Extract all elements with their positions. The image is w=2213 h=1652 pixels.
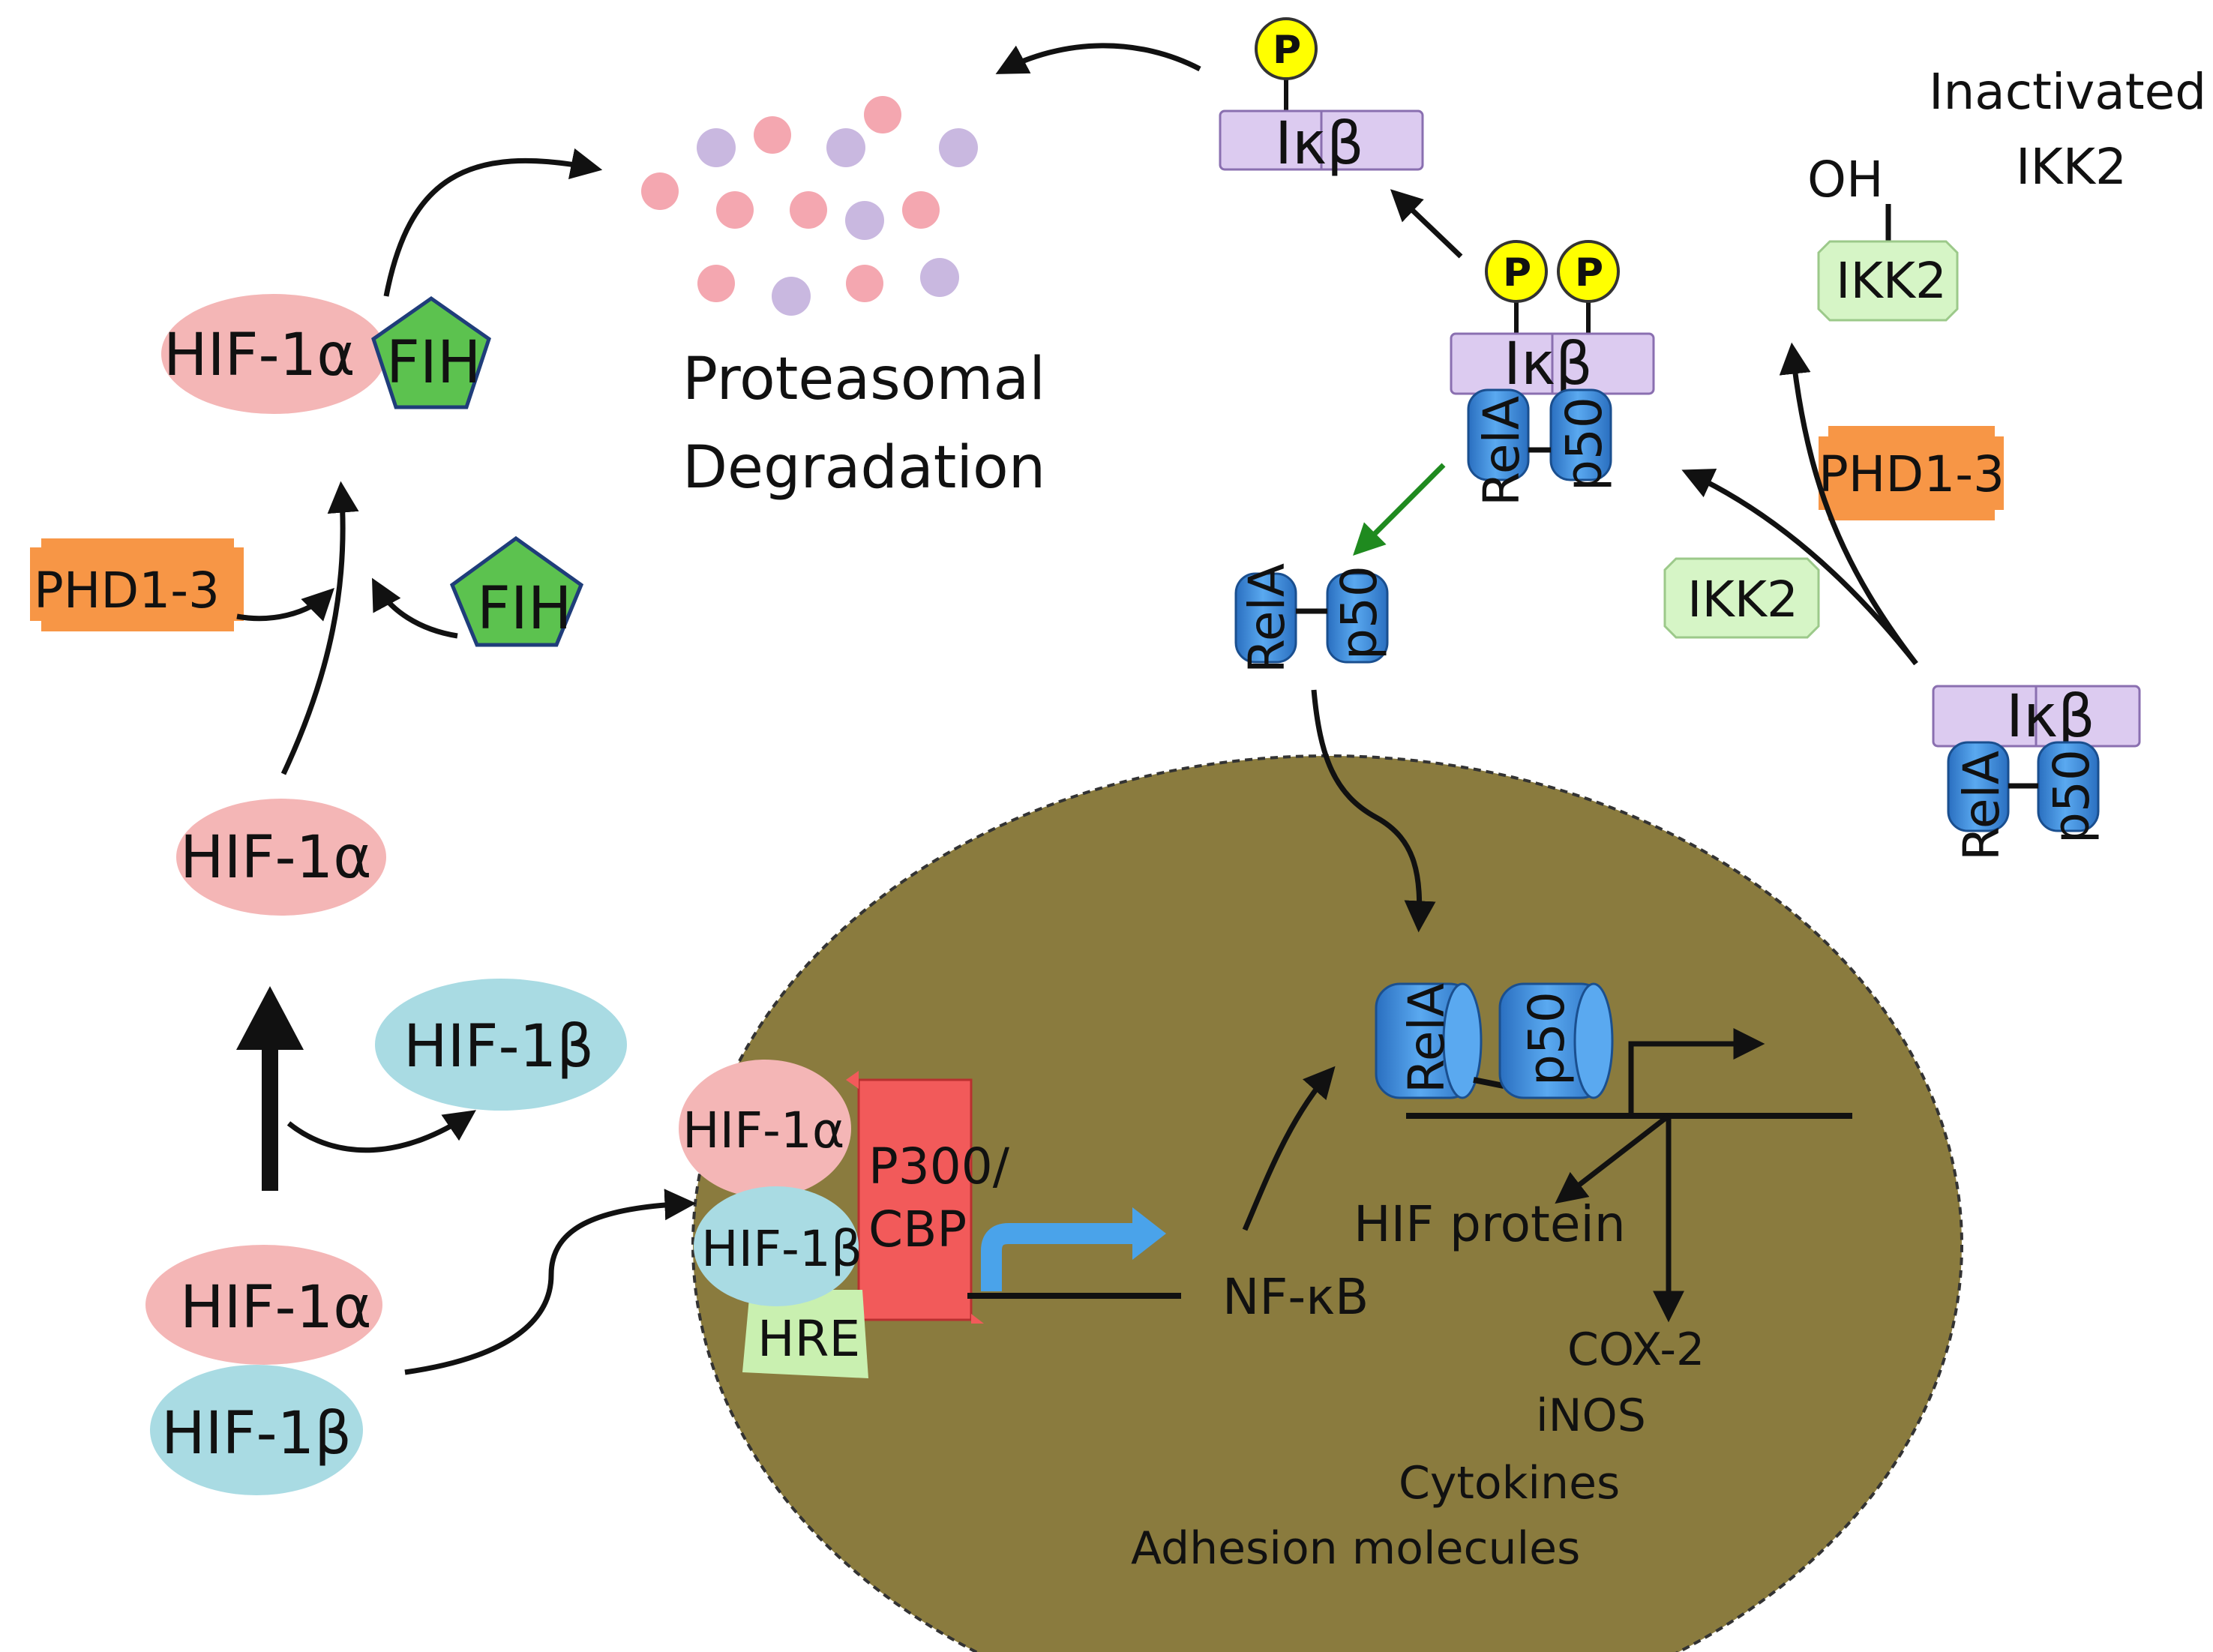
p50-label-nucleus: p50 [1518,991,1576,1086]
hif1a-ellipse-top [161,294,386,414]
ikk2-badge-active: IKK2 [1663,557,1820,639]
fih-pentagon-top [371,295,491,409]
arrow-hif1a-to-complex [280,481,359,775]
ikb-label-top: Iκβ [1275,110,1364,178]
arrow-nfkb-to-complex [1242,1066,1336,1231]
nfkb-label: NF-κB [1222,1268,1369,1326]
p300-label-2: CBP [868,1201,967,1258]
arrow-complex-to-proteasome [383,148,603,297]
arrow-dimer-to-nucleus [404,1189,697,1375]
inactivated-label-1: Inactivated [1929,63,2206,121]
rela-label-complex: RelA [1473,396,1531,506]
hif1a-label-bottom: HIF-1α [180,1274,372,1342]
ikb-label-complex: Iκβ [1504,331,1593,398]
arrow-complex-to-ikb [1390,189,1463,259]
rela-label-free: RelA [1238,563,1296,673]
hif1b-ellipse-nucleus [694,1186,859,1306]
arrow-phd-to-main [236,588,334,622]
hif1b-label-bottom: HIF-1β [161,1400,352,1468]
ikk2-label-inactive: IKK2 [1836,252,1947,310]
fih-badge-middle: FIH [449,535,584,647]
hif1b-ellipse-released [375,979,627,1111]
hif1a-label-top: HIF-1α [163,322,355,389]
fih-label-middle: FIH [477,575,572,643]
oh-label: OH [1807,151,1884,208]
ikb-phospho-top: P Iκβ [1219,17,1424,178]
phd-label-right: PHD1-3 [1819,445,2005,503]
hif1a-fih-complex: HIF-1α FIH [161,294,491,414]
hif1a-ellipse-bottom [145,1245,382,1365]
target-adhesion: Adhesion molecules [1131,1522,1580,1575]
phospho-label-top: P [1273,28,1301,73]
hif1b-ellipse-bottom [150,1365,363,1495]
hif-protein-label: HIF protein [1354,1195,1626,1253]
ikb-complex-right: Iκβ RelA p50 [1932,683,2141,861]
hif1a-ellipse-nucleus [679,1060,851,1198]
hre-block: HRE [742,1290,868,1378]
arrow-to-hif-protein [1555,1114,1671,1204]
hif1b-label-released: HIF-1β [403,1013,594,1081]
phd-badge-left: PHD1-3 [30,538,244,631]
fih-label-top: FIH [386,329,481,397]
p300-label-1: P300/ [868,1138,1010,1195]
target-inos: iNOS [1536,1390,1646,1442]
phospho-label-b: P [1575,250,1603,295]
hif1a-label-nucleus: HIF-1α [682,1102,844,1159]
blue-transcription-arrow [981,1223,1136,1291]
arrow-ikb-to-proteasome [995,43,1201,74]
arrow-release-nfkb [1353,463,1446,556]
phd-badge-right: PHD1-3 [1819,426,2005,520]
ikb-phospho-complex: P P Iκβ RelA p50 [1450,240,1655,506]
target-cytokines: Cytokines [1399,1457,1620,1510]
rela-label-right: RelA [1953,751,2011,861]
proteasome-fragments [641,96,978,316]
p50-label-free: p50 [1330,565,1388,660]
hif1b-label-nucleus: HIF-1β [701,1220,862,1278]
blue-transcription-arrowhead [1132,1207,1166,1260]
ikb-label-right: Iκβ [2006,683,2095,751]
inactivated-label-2: IKK2 [2016,138,2127,196]
rela-p50-nucleus: RelA p50 [1375,982,1614,1099]
tss-arrow [1628,1028,1765,1116]
rela-label-nucleus: RelA [1398,983,1456,1093]
arrow-to-ikk2-inactive [1779,342,1918,666]
hif1a-ellipse-middle [176,799,386,916]
arrow-fih-to-main [372,577,458,639]
thick-up-arrowhead [236,986,304,1050]
proteasomal-label-1: Proteasomal [682,346,1045,413]
phospho-label-a: P [1503,250,1531,295]
arrow-nfkb-into-nucleus [1311,689,1436,933]
p50-label-complex: p50 [1555,397,1613,491]
rela-p50-free: RelA p50 [1234,563,1389,673]
p50-label-right: p50 [2043,749,2101,844]
target-cox2: COX-2 [1567,1324,1705,1376]
proteasomal-label-2: Degradation [682,434,1045,502]
arrow-to-hif1b [286,1110,476,1153]
p300-cbp-block: P300/ CBP [846,1071,1010,1324]
hre-label: HRE [757,1310,860,1368]
phd-label-left: PHD1-3 [34,562,220,619]
ikk2-badge-inactive: IKK2 [1817,240,1959,322]
hif1a-label-middle: HIF-1α [180,824,372,892]
ikk2-label-active: IKK2 [1687,571,1798,628]
